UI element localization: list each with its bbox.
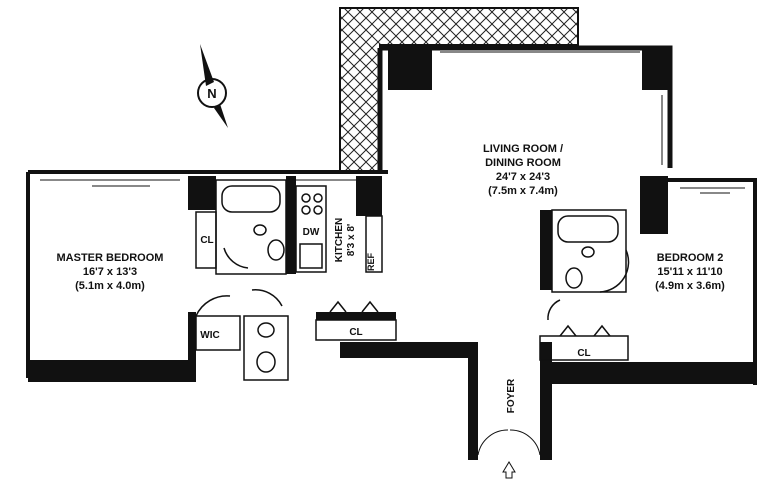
living-room-name-line1: LIVING ROOM / <box>483 143 563 155</box>
master-bedroom-dims-m: (5.1m x 4.0m) <box>75 280 145 292</box>
kitchen <box>295 185 383 273</box>
living-room-dims-ft: 24'7 x 24'3 <box>496 171 550 183</box>
bedroom2-closet-label: CL <box>577 348 590 359</box>
second-bath <box>195 211 397 381</box>
kitchen-name: KITCHEN <box>334 218 345 262</box>
bedroom2-bath <box>539 209 630 361</box>
master-bedroom-dims-ft: 16'7 x 13'3 <box>83 266 137 278</box>
kitchen-dims-ft: 8'3 x 8' <box>346 224 357 257</box>
walk-in-closet-label: WIC <box>200 330 219 341</box>
living-room-label: LIVING ROOM / DINING ROOM 24'7 x 24'3 (7… <box>483 143 563 197</box>
bedroom2-dims-m: (4.9m x 3.6m) <box>655 280 725 292</box>
living-room-dims-m: (7.5m x 7.4m) <box>488 185 558 197</box>
refrigerator-label: REF <box>366 252 376 271</box>
dishwasher-label: DW <box>303 227 320 238</box>
master-bedroom-label: MASTER BEDROOM 16'7 x 13'3 (5.1m x 4.0m) <box>57 252 164 292</box>
bedroom2-dims-ft: 15'11 x 11'10 <box>657 266 722 278</box>
living-room-name-line2: DINING ROOM <box>485 157 561 169</box>
compass-icon: N <box>197 44 228 128</box>
entry-arrow-icon <box>502 461 516 479</box>
bedroom2-name: BEDROOM 2 <box>657 252 724 264</box>
bedroom2-label: BEDROOM 2 15'11 x 11'10 (4.9m x 3.6m) <box>655 252 725 292</box>
hall-closet-label: CL <box>349 327 362 338</box>
right-wing-walls <box>540 178 757 385</box>
foyer-walls <box>316 312 552 479</box>
living-room-walls <box>377 45 673 234</box>
left-wing-walls <box>26 170 388 382</box>
master-closet-label: CL <box>200 235 213 246</box>
foyer-label: FOYER <box>506 378 517 413</box>
kitchen-label: KITCHEN 8'3 x 8' <box>334 218 357 262</box>
master-bedroom-name: MASTER BEDROOM <box>57 252 164 264</box>
compass-label: N <box>207 86 216 101</box>
master-bath <box>215 179 287 275</box>
